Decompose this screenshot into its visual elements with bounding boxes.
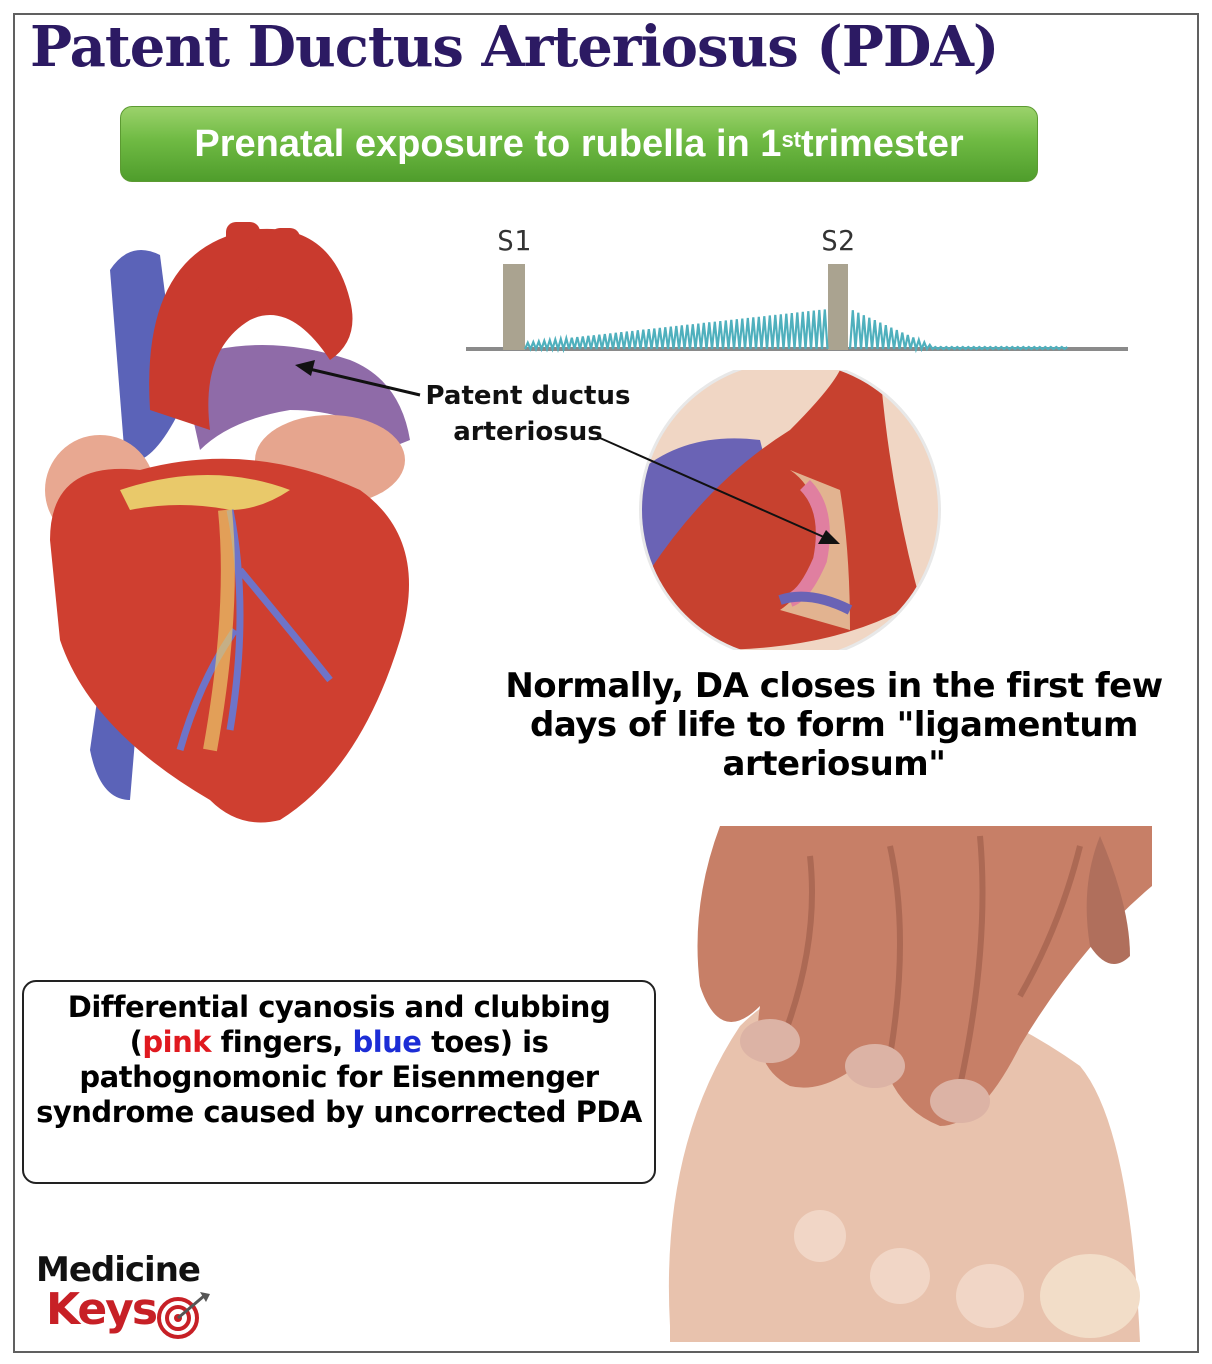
pda-arrow-head <box>295 360 315 376</box>
s2-label: S2 <box>821 224 855 257</box>
s1-bar <box>503 264 525 350</box>
pink-word: pink <box>142 1025 212 1059</box>
toe-nail-4 <box>794 1210 846 1262</box>
finger-nail-2 <box>845 1044 905 1088</box>
page-title: Patent Ductus Arteriosus (PDA) <box>30 14 999 80</box>
aorta-branch-2 <box>270 228 300 290</box>
target-icon <box>157 1292 210 1339</box>
phonocardiogram: S1 S2 <box>466 224 1128 354</box>
s2-bar <box>828 264 848 350</box>
coronary-fat <box>203 509 235 752</box>
banner-text: Prenatal exposure to rubella in 1 <box>194 122 782 165</box>
diff-text-2: fingers, <box>211 1025 353 1059</box>
banner-after: trimester <box>801 122 964 165</box>
ductus-inset <box>599 370 941 650</box>
pulmonary-artery-shape <box>180 345 410 450</box>
pda-label-line2: arteriosus <box>453 417 603 447</box>
thumb-shape <box>1086 836 1130 964</box>
aortic-arch-shape <box>149 228 353 430</box>
murmur-waveform <box>523 309 1068 354</box>
diff-text-1: Differential cyanosis and clubbing ( <box>67 990 611 1059</box>
heart-illustration <box>45 222 421 823</box>
pda-label: Patent ductus arteriosus <box>404 378 652 450</box>
logo-keys: Keys <box>46 1284 158 1335</box>
pda-arrow-line <box>304 366 421 397</box>
toe-nail-2 <box>956 1264 1024 1328</box>
pda-label-line1: Patent ductus <box>425 381 631 411</box>
hand-foot-illustration <box>660 826 1152 1342</box>
inset-aorta <box>650 370 920 650</box>
logo-medicine: Medicine <box>36 1250 201 1290</box>
banner-sup: st <box>781 127 801 152</box>
diff-text-3: toes) is pathognomonic for Eisenmenger s… <box>36 1025 642 1129</box>
aorta-branch-1 <box>226 222 260 292</box>
normal-closure-text: Normally, DA closes in the first few day… <box>505 666 1163 784</box>
inset-arrow-head <box>818 530 840 544</box>
finger-nail-1 <box>740 1019 800 1063</box>
blue-word: blue <box>352 1025 422 1059</box>
toe-nail-3 <box>870 1248 930 1304</box>
finger-creases <box>777 835 1083 1087</box>
inset-ductus-outer <box>780 470 850 630</box>
inset-arrow-line <box>599 437 827 539</box>
big-toe-nail <box>1040 1254 1140 1338</box>
fat-band <box>120 475 290 510</box>
differential-cyanosis-box: Differential cyanosis and clubbing (pink… <box>22 980 656 1184</box>
inset-ductus-blue <box>778 591 853 615</box>
finger-nail-3 <box>930 1079 990 1123</box>
s1-label: S1 <box>497 224 531 257</box>
